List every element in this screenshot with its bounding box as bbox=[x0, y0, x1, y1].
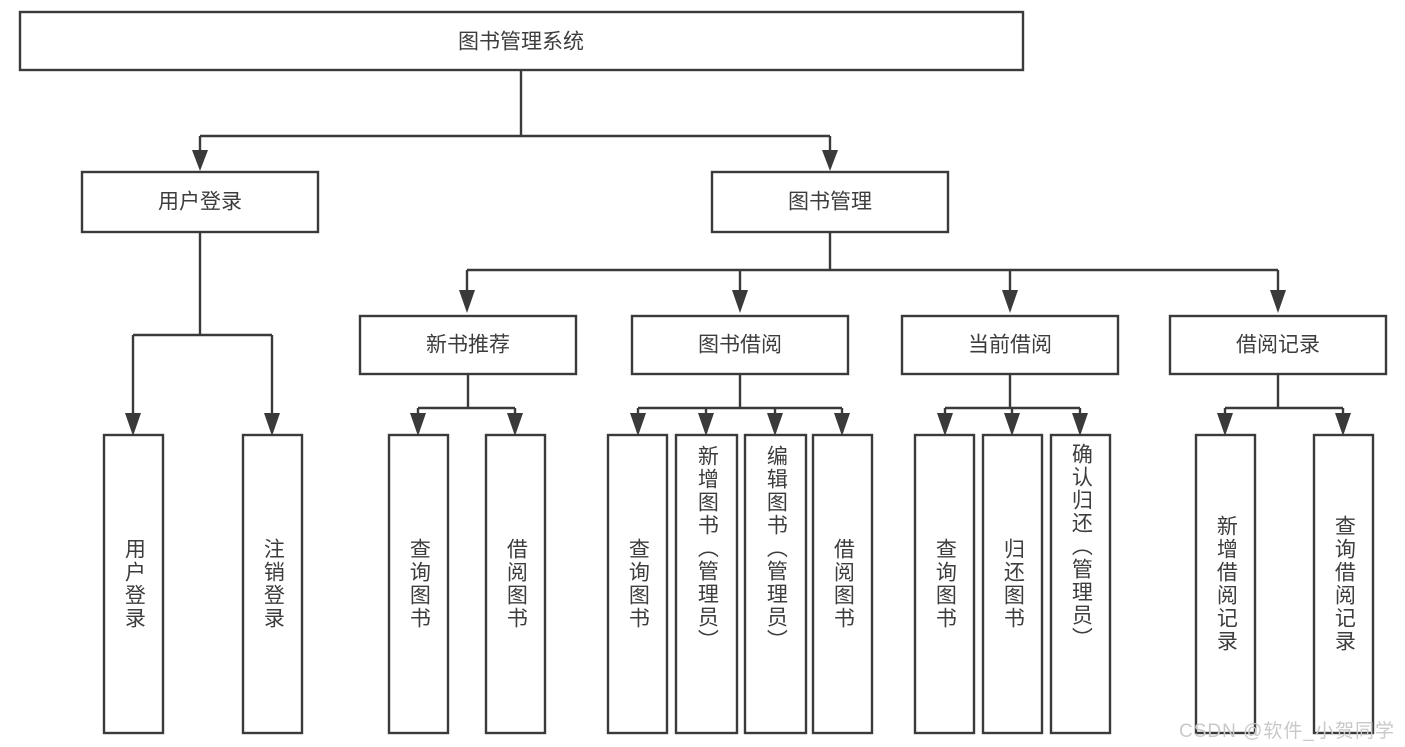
arrow-head-icon bbox=[937, 413, 953, 436]
arrow-head-icon bbox=[630, 413, 646, 436]
arrow-head-icon bbox=[822, 150, 838, 171]
node-new-book-recommend[interactable]: 新书推荐 bbox=[358, 314, 578, 376]
arrow-head-icon bbox=[410, 413, 426, 436]
arrow-head-icon bbox=[732, 290, 748, 313]
arrow-head-icon bbox=[767, 413, 783, 436]
leaf-box-confirm-return-admin[interactable] bbox=[1049, 433, 1112, 735]
connector-new-book-recommend-to-leaves bbox=[410, 374, 523, 436]
connector-user-login-to-leaves bbox=[125, 232, 280, 436]
arrow-head-icon bbox=[192, 150, 208, 171]
arrow-head-icon bbox=[1002, 290, 1018, 313]
leaf-box-query-book-borrow[interactable] bbox=[606, 433, 669, 735]
leaf-box-add-borrow-record[interactable] bbox=[1194, 433, 1257, 735]
leaf-box-add-book-admin[interactable] bbox=[674, 433, 739, 735]
node-book-borrow-label: 图书借阅 bbox=[698, 334, 782, 357]
arrow-head-icon bbox=[507, 413, 523, 436]
node-borrow-record-label: 借阅记录 bbox=[1236, 334, 1320, 357]
arrow-head-icon bbox=[1072, 413, 1088, 436]
node-borrow-record[interactable]: 借阅记录 bbox=[1168, 314, 1388, 376]
leaf-box-borrow-book-recommend[interactable] bbox=[484, 433, 547, 735]
arrow-head-icon bbox=[264, 413, 280, 436]
node-new-book-recommend-label: 新书推荐 bbox=[426, 334, 510, 357]
connector-root-to-level2 bbox=[192, 70, 838, 171]
connector-borrow-record-to-leaves bbox=[1217, 374, 1351, 436]
node-book-management-label: 图书管理 bbox=[788, 191, 872, 214]
arrow-head-icon bbox=[125, 413, 141, 436]
leaf-box-return-book[interactable] bbox=[981, 433, 1044, 735]
arrow-head-icon bbox=[1004, 413, 1020, 436]
arrow-head-icon bbox=[1335, 413, 1351, 436]
connector-current-borrow-to-leaves bbox=[937, 374, 1088, 436]
leaf-box-user-login[interactable] bbox=[102, 433, 165, 735]
node-current-borrow[interactable]: 当前借阅 bbox=[900, 314, 1120, 376]
leaf-box-borrow-book[interactable] bbox=[811, 433, 874, 735]
node-user-login-label: 用户登录 bbox=[158, 191, 242, 214]
arrow-head-icon bbox=[698, 413, 714, 436]
node-current-borrow-label: 当前借阅 bbox=[968, 334, 1052, 357]
arrow-head-icon bbox=[1270, 290, 1286, 313]
arrow-head-icon bbox=[459, 290, 475, 313]
node-book-management[interactable]: 图书管理 bbox=[710, 170, 950, 234]
node-user-login[interactable]: 用户登录 bbox=[80, 170, 320, 234]
arrow-head-icon bbox=[834, 413, 850, 436]
node-book-borrow[interactable]: 图书借阅 bbox=[630, 314, 850, 376]
connector-book-borrow-to-leaves bbox=[630, 374, 850, 436]
leaf-box-query-book-current[interactable] bbox=[913, 433, 976, 735]
connector-book-management-to-level3 bbox=[459, 232, 1286, 313]
leaf-box-edit-book-admin[interactable] bbox=[743, 433, 808, 735]
node-root-label: 图书管理系统 bbox=[458, 31, 584, 54]
leaf-box-logout[interactable] bbox=[241, 433, 304, 735]
node-root[interactable]: 图书管理系统 bbox=[18, 10, 1025, 72]
leaf-box-query-borrow-record[interactable] bbox=[1312, 433, 1375, 735]
leaf-box-query-book-recommend[interactable] bbox=[387, 433, 450, 735]
arrow-head-icon bbox=[1217, 413, 1233, 436]
